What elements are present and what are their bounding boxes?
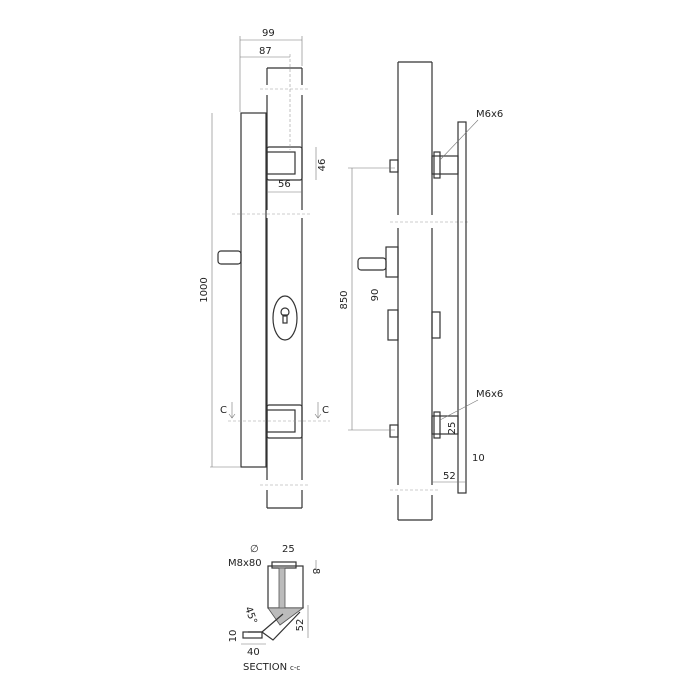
screw-label-bottom: M6x6 xyxy=(476,389,503,400)
dim-10: 10 xyxy=(472,453,485,464)
diameter-symbol: ∅ xyxy=(250,544,259,555)
leader-line xyxy=(439,399,479,421)
leader-line xyxy=(439,119,479,161)
section-pipe xyxy=(267,565,304,609)
section-bracket xyxy=(267,607,305,626)
knob xyxy=(217,250,242,265)
side-view: 850 90 M6x6 M6x6 25 10 52 xyxy=(339,61,503,521)
dim-87: 87 xyxy=(259,46,272,57)
bottom-standoff xyxy=(431,415,459,435)
handle-plate xyxy=(240,112,267,468)
top-bracket-inner xyxy=(266,151,296,175)
bottom-stub xyxy=(389,424,399,438)
dim-56: 56 xyxy=(278,179,291,190)
bottom-standoff-flange xyxy=(433,411,441,439)
section-mark-left: C xyxy=(220,405,227,416)
keyhole-escutcheon xyxy=(272,295,298,341)
bolt xyxy=(278,567,286,615)
cylinder xyxy=(387,309,399,341)
section-view: ∅ 25 M8x80 8 45° 52 10 40 SECTION c-c xyxy=(228,544,321,673)
dim-25: 25 xyxy=(447,422,458,435)
section-title-suffix: c-c xyxy=(290,664,300,672)
keyhole-slot xyxy=(282,314,288,324)
lever xyxy=(357,257,387,271)
side-plate xyxy=(457,121,467,494)
dim-section-25: 25 xyxy=(282,544,295,555)
front-view: 99 87 46 56 1000 C C xyxy=(199,28,330,509)
dim-section-8: 8 xyxy=(310,568,321,574)
screw-label-top: M6x6 xyxy=(476,109,503,120)
dim-46: 46 xyxy=(317,159,328,172)
section-mark-right: C xyxy=(322,405,329,416)
dim-section-52: 52 xyxy=(295,619,306,632)
dim-section-40: 40 xyxy=(247,647,260,658)
dim-90: 90 xyxy=(370,289,381,302)
section-title: SECTION xyxy=(243,662,287,673)
top-stub xyxy=(389,159,399,173)
dim-1000: 1000 xyxy=(199,277,210,302)
keyhole xyxy=(280,307,290,317)
dim-850: 850 xyxy=(339,290,350,309)
foot-plate xyxy=(242,631,263,639)
section-arrow-left xyxy=(228,402,236,419)
pipe-outline xyxy=(266,67,303,509)
section-arrow-right xyxy=(314,402,322,419)
section-cap xyxy=(271,561,297,569)
top-standoff-flange xyxy=(433,151,441,179)
dim-section-10: 10 xyxy=(228,630,239,643)
lever-base xyxy=(385,246,399,278)
top-standoff xyxy=(431,155,459,175)
pipe-outline xyxy=(397,61,433,521)
dim-52: 52 xyxy=(443,471,456,482)
cylinder-back xyxy=(431,311,441,339)
dim-99: 99 xyxy=(262,28,275,39)
bolt-label: M8x80 xyxy=(228,558,262,569)
angle-45: 45° xyxy=(242,605,258,625)
